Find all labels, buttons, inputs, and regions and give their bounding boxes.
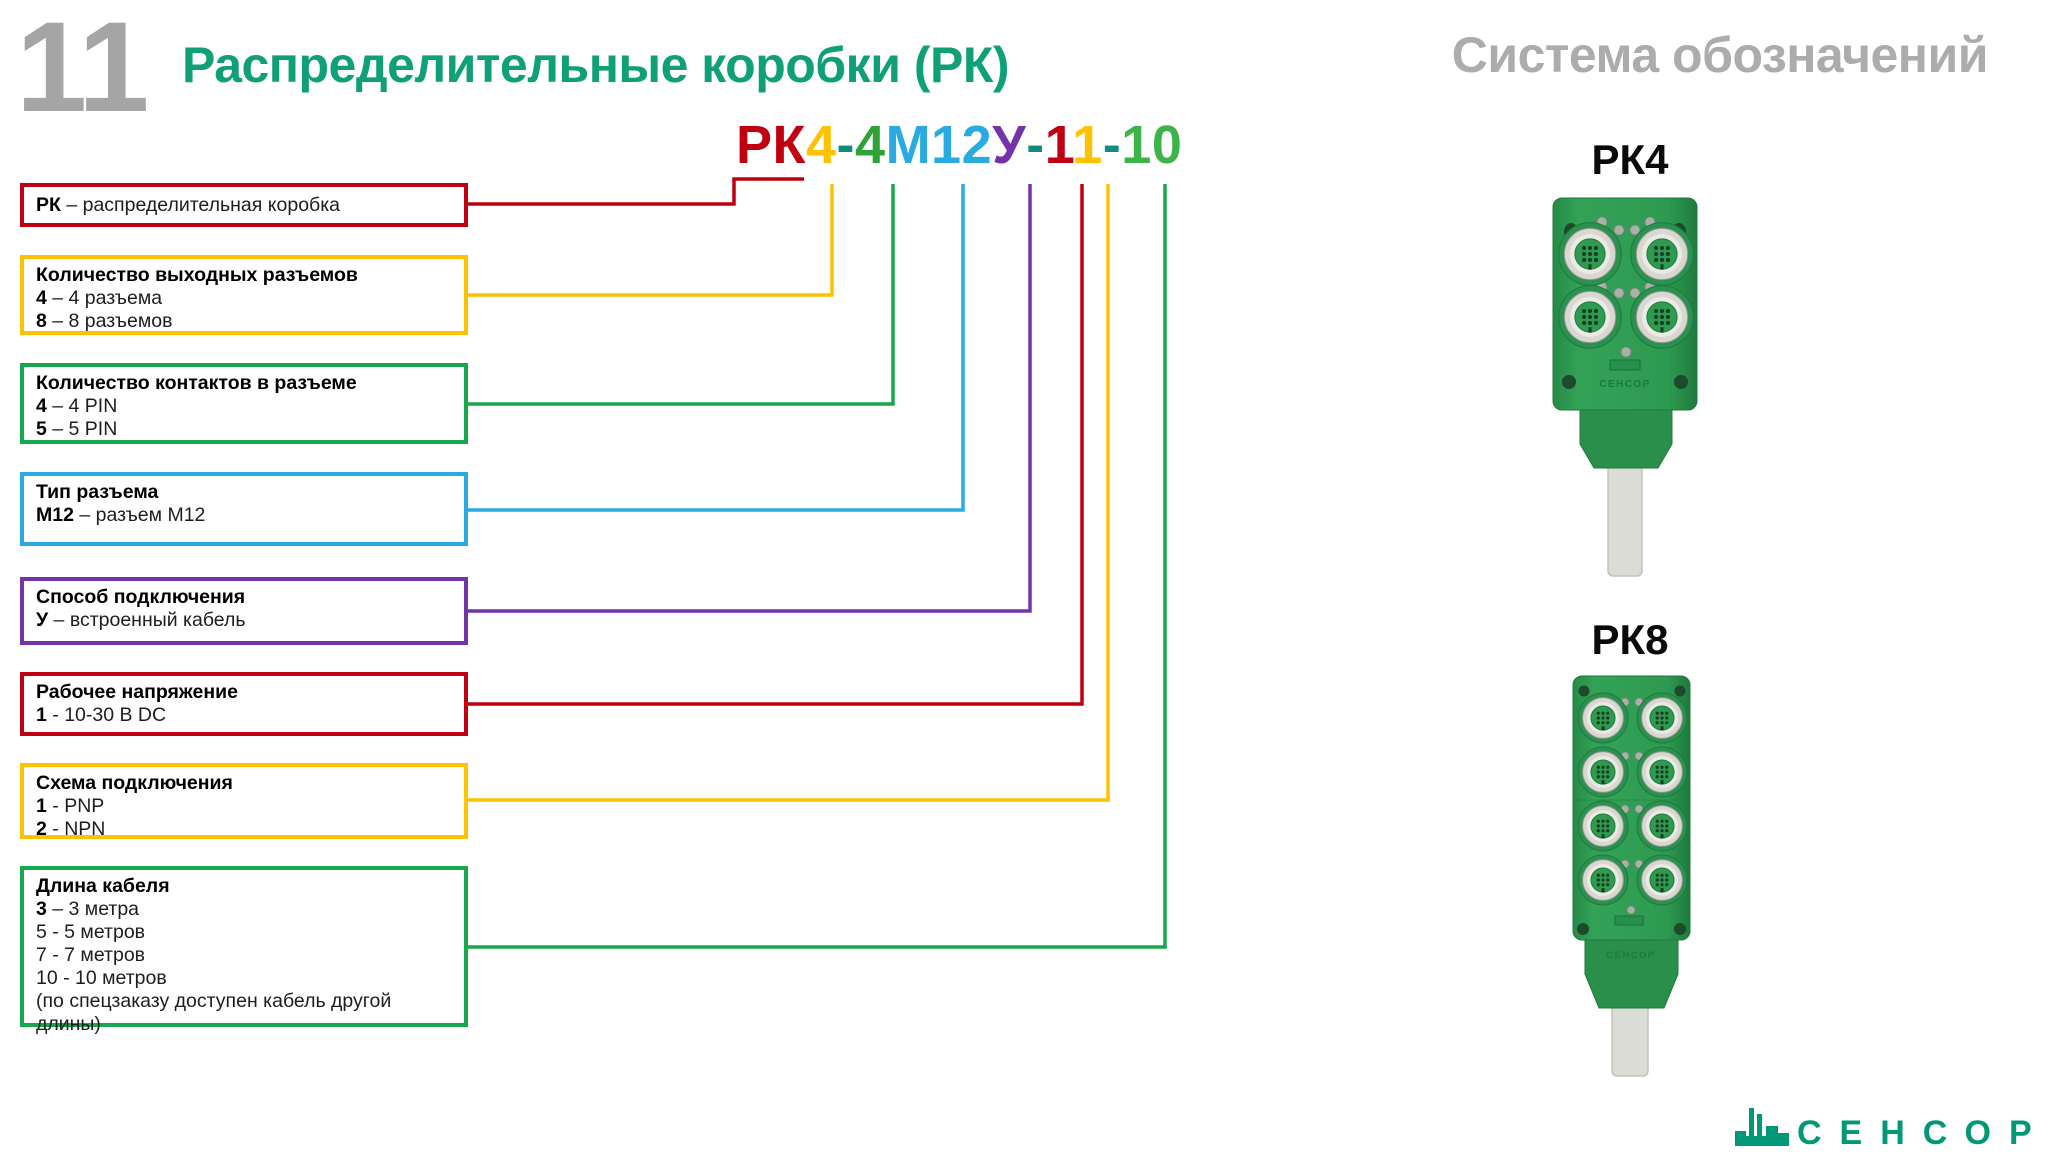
legend-line: 5 – 5 PIN bbox=[36, 418, 118, 440]
connector-line bbox=[468, 184, 1167, 949]
cable bbox=[1611, 1003, 1649, 1077]
m12-connector bbox=[1558, 222, 1622, 286]
product-label-rk8: РК8 bbox=[1591, 616, 1669, 663]
legend-box-rk: РК – распределительная коробка bbox=[20, 183, 468, 227]
m12-connector bbox=[1558, 285, 1622, 349]
type-plate bbox=[1609, 359, 1641, 371]
connector-line bbox=[468, 184, 1110, 802]
legend-box-contact-count: Количество контактов в разъеме 4 – 4 PIN… bbox=[20, 363, 468, 444]
m12-connector bbox=[1630, 285, 1694, 349]
legend-line: 3 – 3 метра bbox=[36, 898, 140, 920]
page-subtitle: Система обозначений bbox=[1451, 27, 1989, 83]
legend-line: 1 - PNP bbox=[36, 795, 105, 817]
mounting-hole bbox=[1578, 685, 1590, 697]
connector-grid bbox=[1577, 692, 1688, 906]
legend-line: М12 – разъем М12 bbox=[36, 504, 206, 526]
part-number-segment: - bbox=[1102, 115, 1122, 175]
mounting-hole bbox=[1674, 375, 1688, 389]
legend-line: 2 - NPN bbox=[36, 818, 106, 840]
mounting-hole bbox=[1674, 923, 1686, 935]
embossed-logo: СЕНСОР bbox=[1606, 950, 1655, 961]
logo-text: СЕНСОР bbox=[1797, 1114, 2050, 1150]
part-number-segment: У bbox=[992, 115, 1027, 175]
m12-connector bbox=[1636, 800, 1688, 852]
legend-box-output-count: Количество выходных разъемов 4 – 4 разъе… bbox=[20, 255, 468, 335]
legend-line: 10 - 10 метров bbox=[36, 967, 167, 989]
m12-connector bbox=[1577, 854, 1629, 906]
legend-box-title: Схема подключения bbox=[36, 772, 233, 794]
part-number-segment: РК bbox=[736, 115, 806, 175]
part-number-segment: - bbox=[836, 115, 856, 175]
legend-box-lines: РК – распределительная коробка bbox=[36, 194, 340, 217]
factory-icon bbox=[1735, 1108, 1789, 1146]
product-photo-rk4: СЕНСОР bbox=[1552, 197, 1698, 577]
legend-line: РК – распределительная коробка bbox=[36, 194, 341, 216]
legend-line: 5 - 5 метров bbox=[36, 921, 146, 943]
connector-line bbox=[468, 184, 1032, 613]
legend-box-title: Количество контактов в разъеме bbox=[36, 372, 357, 394]
embossed-logo: СЕНСОР bbox=[1599, 379, 1651, 390]
legend-box-lines: 1 - 10-30 В DC bbox=[36, 704, 452, 727]
mounting-hole bbox=[1577, 923, 1589, 935]
legend-box-lines: У – встроенный кабель bbox=[36, 609, 452, 632]
m12-connector bbox=[1577, 800, 1629, 852]
legend-line: 7 - 7 метров bbox=[36, 944, 146, 966]
screw-bumps bbox=[1620, 697, 1644, 915]
legend-box-title: Длина кабеля bbox=[36, 875, 170, 897]
part-number-segment: М12 bbox=[885, 115, 993, 175]
m12-connector bbox=[1577, 692, 1629, 744]
sensor-logo: СЕНСОР bbox=[1735, 1108, 2050, 1150]
connector-grid bbox=[1558, 222, 1694, 349]
mounting-hole bbox=[1562, 375, 1576, 389]
connector-line bbox=[468, 184, 965, 512]
m12-connector bbox=[1636, 692, 1688, 744]
legend-box-connector-type: Тип разъема М12 – разъем М12 bbox=[20, 472, 468, 546]
part-number-segment: 4 bbox=[805, 115, 837, 175]
legend-box-title: Способ подключения bbox=[36, 586, 246, 608]
legend-box-title: Тип разъема bbox=[36, 481, 159, 503]
part-number-segment: 4 bbox=[855, 115, 886, 175]
part-number-segment: 1 bbox=[1044, 115, 1073, 175]
part-number-segment: - bbox=[1026, 115, 1045, 175]
m12-connector bbox=[1636, 746, 1688, 798]
legend-line: 8 – 8 разъемов bbox=[36, 310, 173, 332]
part-number-segment: 1 bbox=[1072, 115, 1103, 175]
legend-line: 1 - 10-30 В DC bbox=[36, 704, 167, 726]
connector-line bbox=[468, 184, 895, 406]
type-plate bbox=[1614, 915, 1644, 926]
legend-box-title: Рабочее напряжение bbox=[36, 681, 238, 703]
legend-line: (по спецзаказу доступен кабель другой дл… bbox=[36, 990, 392, 1035]
legend-box-connection-method: Способ подключения У – встроенный кабель bbox=[20, 577, 468, 645]
legend-box-voltage: Рабочее напряжение 1 - 10-30 В DC bbox=[20, 672, 468, 736]
product-label-rk4: РК4 bbox=[1591, 136, 1669, 183]
part-number: РК4-4М12У-11-10 bbox=[736, 115, 1183, 175]
connector-line bbox=[468, 184, 834, 297]
page-number: 11 bbox=[16, 0, 149, 139]
legend-line: У – встроенный кабель bbox=[36, 609, 246, 631]
m12-connector bbox=[1636, 854, 1688, 906]
legend-line: 4 – 4 разъема bbox=[36, 287, 163, 309]
m12-connector bbox=[1577, 746, 1629, 798]
connector-line bbox=[468, 184, 1084, 706]
m12-connector bbox=[1630, 222, 1694, 286]
page-title: Распределительные коробки (РК) bbox=[182, 37, 1010, 93]
product-photo-rk8: СЕНСОР bbox=[1572, 675, 1691, 1077]
box-neck bbox=[1579, 409, 1673, 469]
legend-box-title: Количество выходных разъемов bbox=[36, 264, 358, 286]
part-number-segment: 10 bbox=[1121, 115, 1183, 175]
legend-box-lines: М12 – разъем М12 bbox=[36, 504, 452, 527]
mounting-hole bbox=[1674, 685, 1686, 697]
legend-line: 4 – 4 PIN bbox=[36, 395, 118, 417]
connector-line bbox=[468, 177, 804, 206]
cable bbox=[1607, 461, 1643, 577]
